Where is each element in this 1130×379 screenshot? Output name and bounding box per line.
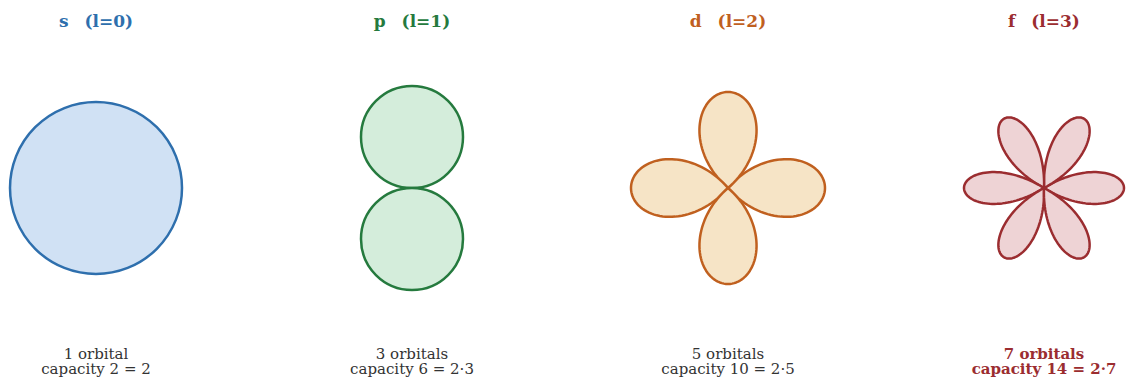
orbital-caption: 5 orbitals capacity 10 = 2·5 bbox=[659, 347, 797, 377]
orbital-node: f (l=3) 7 orbitals capacity 14 = 2·7 bbox=[944, 0, 1130, 379]
orbital-heading: d (l=2) bbox=[690, 10, 766, 32]
orbital-caption: 7 orbitals capacity 14 = 2·7 bbox=[970, 347, 1119, 377]
orbital-lobe bbox=[699, 188, 756, 284]
orbital-lobe bbox=[361, 86, 463, 188]
orbital-heading: f (l=3) bbox=[1008, 10, 1080, 32]
orbital-lobe bbox=[1044, 117, 1090, 188]
orbital-caption: 1 orbital capacity 2 = 2 bbox=[39, 347, 153, 377]
orbital-heading: p (l=1) bbox=[374, 10, 450, 32]
orbital-shape bbox=[0, 0, 196, 379]
orbital-lobe bbox=[361, 188, 463, 290]
orbital-shape bbox=[312, 0, 512, 379]
orbital-shape bbox=[628, 0, 828, 379]
orbital-caption: 3 orbitals capacity 6 = 2·3 bbox=[348, 347, 476, 377]
orbital-node: d (l=2) 5 orbitals capacity 10 = 2·5 bbox=[628, 0, 828, 379]
orbital-lobe bbox=[10, 102, 182, 274]
orbital-node: p (l=1) 3 orbitals capacity 6 = 2·3 bbox=[312, 0, 512, 379]
orbital-lobe bbox=[998, 188, 1044, 259]
orbital-lobe bbox=[1044, 188, 1090, 259]
orbital-heading: s (l=0) bbox=[59, 10, 133, 32]
orbital-node: s (l=0) 1 orbital capacity 2 = 2 bbox=[0, 0, 196, 379]
orbital-shape bbox=[944, 0, 1130, 379]
